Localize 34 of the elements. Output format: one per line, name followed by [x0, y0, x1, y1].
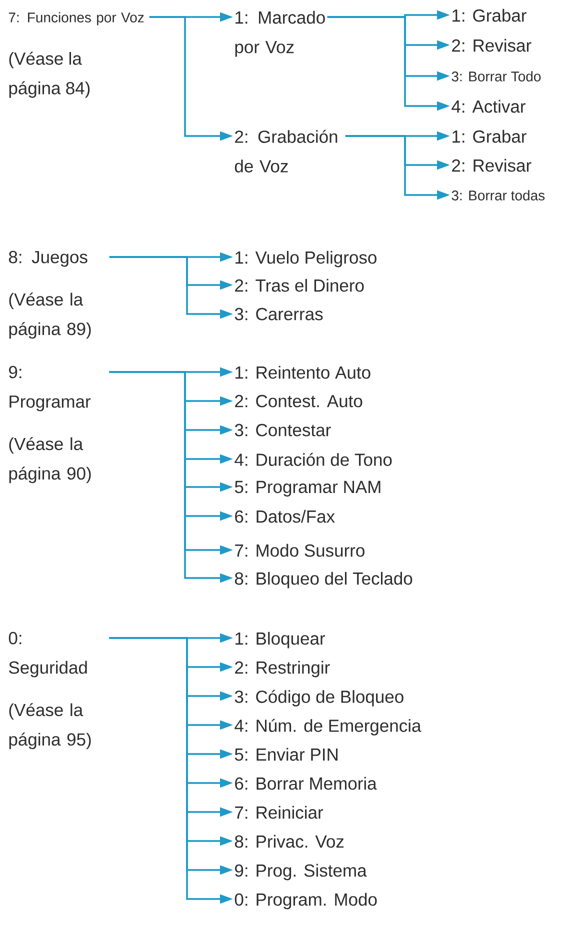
menu-item: 2: Contest. Auto: [235, 394, 362, 408]
menu-item: 7: Modo Susurro: [235, 544, 364, 557]
menu-item: 1: Grabar: [452, 8, 526, 22]
menu-item: 9: Prog. Sistema: [235, 864, 367, 880]
menu-item: 3: Carerras: [234, 308, 323, 320]
menu-item: 3: Contestar: [234, 424, 331, 436]
menu-item: 8: Privac. Voz: [234, 834, 344, 848]
menu-item: 3: Código de Bloqueo: [234, 690, 404, 706]
menu-heading: 7: Funciones por Voz (Véase la página 84): [8, 12, 144, 98]
menu-item: 5: Enviar PIN: [234, 748, 338, 761]
menu-heading: 8: Juegos (Véase la página 89): [8, 250, 91, 339]
menu-item: 2: Revisar: [452, 158, 532, 172]
menu-item: 4: Núm. de Emergencia: [234, 718, 422, 736]
menu-item: 6: Datos/Fax: [235, 510, 335, 523]
menu-item: 2: Restringir: [235, 660, 330, 678]
menu-item: 4: Duración de Tono: [234, 452, 392, 466]
menu-heading: 0: Seguridad (Véase la página 95): [8, 632, 91, 750]
menu-item: 5: Programar NAM: [234, 480, 380, 497]
menu-item: 6: Borrar Memoria: [235, 776, 377, 790]
menu-item: 3: Borrar todas: [452, 190, 545, 200]
menu-item: 1: Vuelo Peligroso: [236, 250, 376, 268]
menu-item: 1: Marcado por Voz: [235, 10, 325, 57]
menu-heading: 9: Programar (Véase la página 90): [9, 366, 91, 484]
menu-item: 2: Grabación de Voz: [234, 130, 338, 172]
menu-item: 8: Bloqueo del Teclado: [234, 572, 412, 588]
menu-item: 0: Program. Modo: [234, 892, 377, 910]
menu-item: 1: Reintento Auto: [236, 366, 370, 379]
menu-item: 1: Grabar: [452, 130, 526, 143]
menu-item: 2: Revisar: [452, 38, 532, 52]
menu-item: 2: Tras el Dinero: [235, 278, 364, 292]
menu-item: 7: Reiniciar: [235, 806, 324, 819]
menu-item: 1: Bloquear: [236, 632, 326, 648]
menu-item: 4: Activar: [452, 100, 526, 113]
menu-item: 3: Borrar Todo: [452, 71, 541, 82]
